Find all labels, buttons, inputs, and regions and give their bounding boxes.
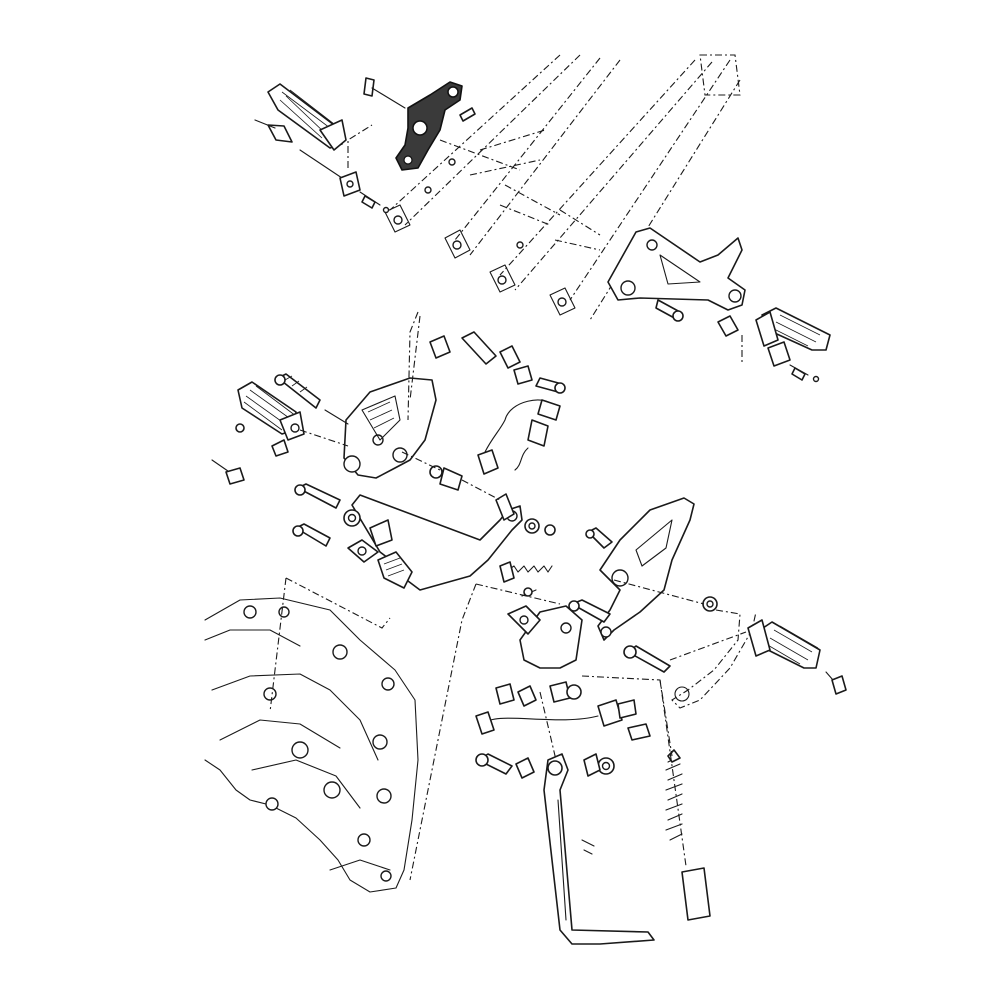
side-stand-bolt-parts xyxy=(475,753,615,779)
side-stand-bracket xyxy=(495,605,583,707)
left-front-footpeg[interactable] xyxy=(211,381,305,485)
main-frame[interactable] xyxy=(204,597,419,893)
left-rear-footrest-bracket[interactable] xyxy=(395,81,463,171)
right-front-bracket-bolts xyxy=(568,596,718,673)
bracket-bolt-top xyxy=(363,77,476,122)
right-rear-footrest-bracket[interactable] xyxy=(607,227,746,311)
side-stand-spring[interactable] xyxy=(665,749,711,921)
brake-return-spring xyxy=(499,561,553,597)
left-front-footrest-bracket[interactable] xyxy=(343,377,437,479)
assembly-leader-lines xyxy=(269,311,747,881)
left-front-bracket-bolts xyxy=(274,373,349,425)
brake-pedal-pivot-parts xyxy=(292,465,556,563)
left-rear-footpeg[interactable] xyxy=(254,83,347,179)
left-rear-footpeg-mount xyxy=(339,124,521,214)
right-rear-footpeg[interactable] xyxy=(717,307,831,383)
side-stand-switch[interactable] xyxy=(475,699,651,741)
side-stand[interactable] xyxy=(543,753,655,945)
right-rear-bracket-bolt xyxy=(655,299,684,322)
right-front-footpeg[interactable] xyxy=(747,619,847,695)
brake-pedal[interactable] xyxy=(343,494,523,591)
rear-brake-light-switch[interactable] xyxy=(477,399,561,475)
shift-pedal[interactable] xyxy=(671,609,757,709)
brake-switch-rod-parts xyxy=(429,331,566,394)
rear-frame-rails[interactable] xyxy=(384,54,741,321)
